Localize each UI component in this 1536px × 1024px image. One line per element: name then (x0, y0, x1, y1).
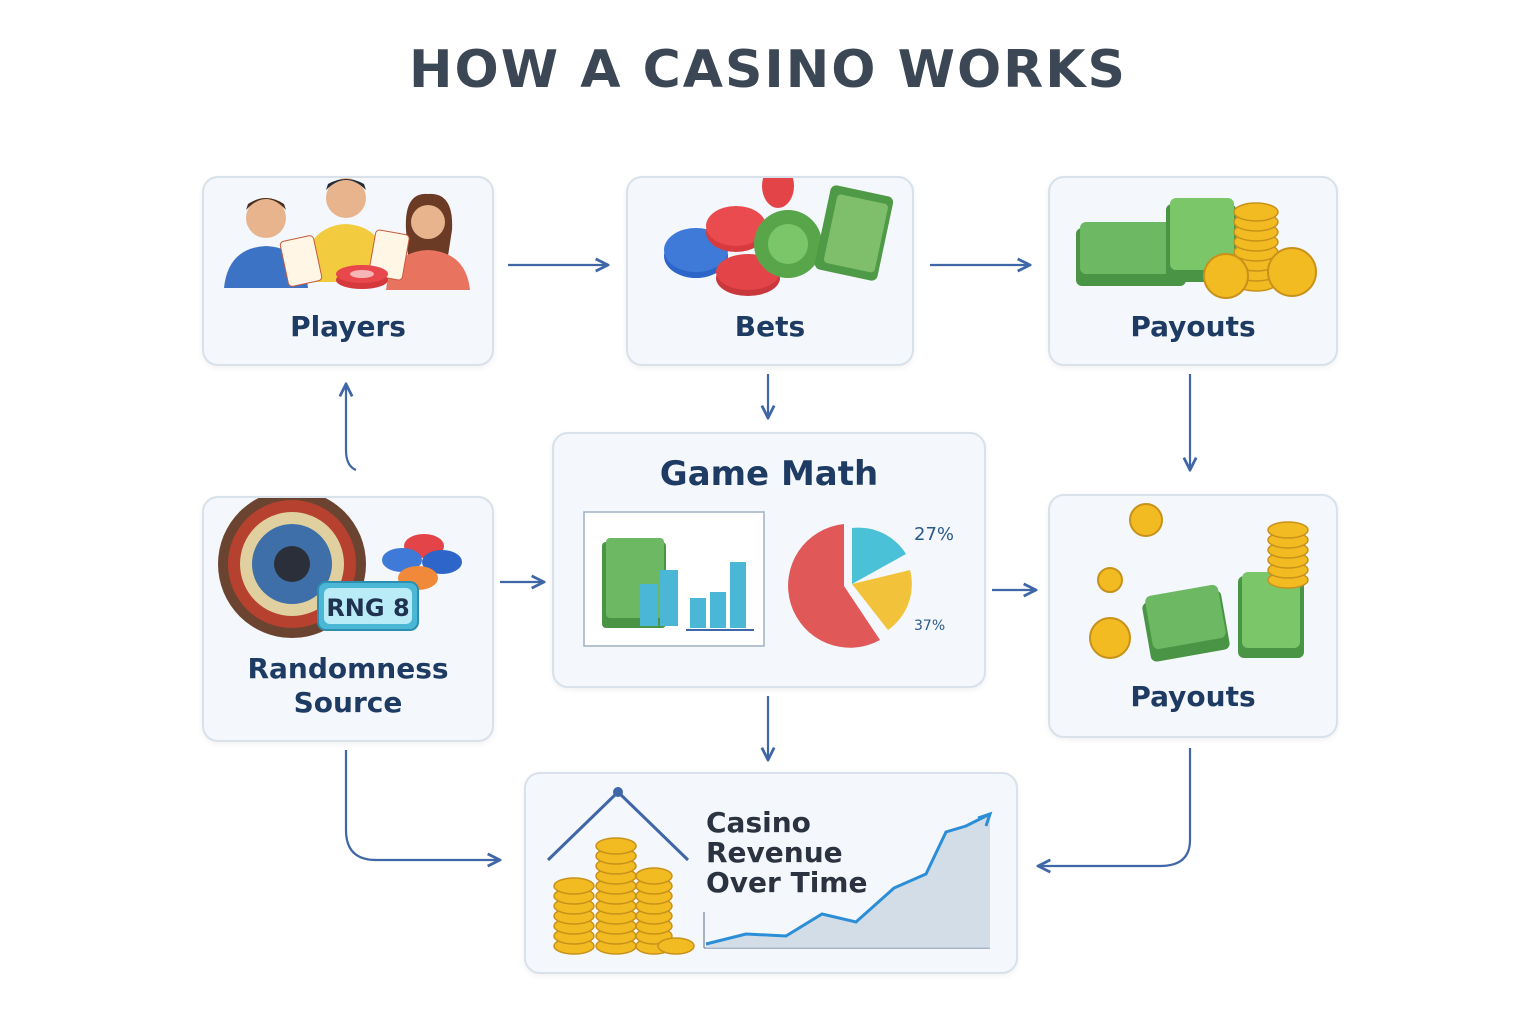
game-math-label: Game Math (659, 454, 879, 494)
bets-illustration (664, 178, 894, 296)
pie-pct-bottom: 37% (914, 618, 945, 634)
edge-randomness-revenue (344, 750, 500, 860)
payouts-top-label: Payouts (1130, 310, 1256, 343)
randomness-label: Randomness Source (204, 652, 492, 720)
randomness-label-line1: Randomness (247, 652, 449, 685)
node-casino-revenue: Casino Revenue Over Time (524, 772, 1018, 974)
pie-pct-top: 27% (914, 524, 954, 545)
randomness-illustration: RNG 8 (218, 498, 462, 638)
payouts-mid-label: Payouts (1130, 680, 1256, 713)
node-payouts-top: Payouts (1048, 176, 1338, 366)
bets-label: Bets (734, 310, 806, 343)
diagram-title: HOW A CASINO WORKS (409, 40, 1127, 100)
revenue-illustration (546, 787, 993, 955)
node-bets: Bets (626, 176, 914, 366)
revenue-label: Casino Revenue Over Time (706, 808, 867, 898)
payouts-top-illustration (1076, 198, 1317, 299)
node-randomness-source: RNG 8 Randomness Source (202, 496, 494, 742)
players-label: Players (290, 310, 406, 343)
revenue-label-line2: Revenue (706, 836, 843, 869)
randomness-label-line2: Source (293, 686, 403, 719)
node-players: Players (202, 176, 494, 366)
revenue-label-line3: Over Time (706, 866, 868, 899)
payouts-mid-illustration (1089, 503, 1309, 662)
revenue-label-line1: Casino (706, 806, 811, 839)
players-illustration (224, 178, 470, 290)
game-math-illustration: 27% 37% (583, 511, 954, 648)
edge-payouts-revenue (1038, 748, 1192, 866)
edge-randomness-players (346, 384, 357, 472)
rng-badge-text: RNG 8 (326, 594, 409, 622)
node-payouts-mid: Payouts (1048, 494, 1338, 738)
node-game-math: Game Math 27% 37% (552, 432, 986, 688)
